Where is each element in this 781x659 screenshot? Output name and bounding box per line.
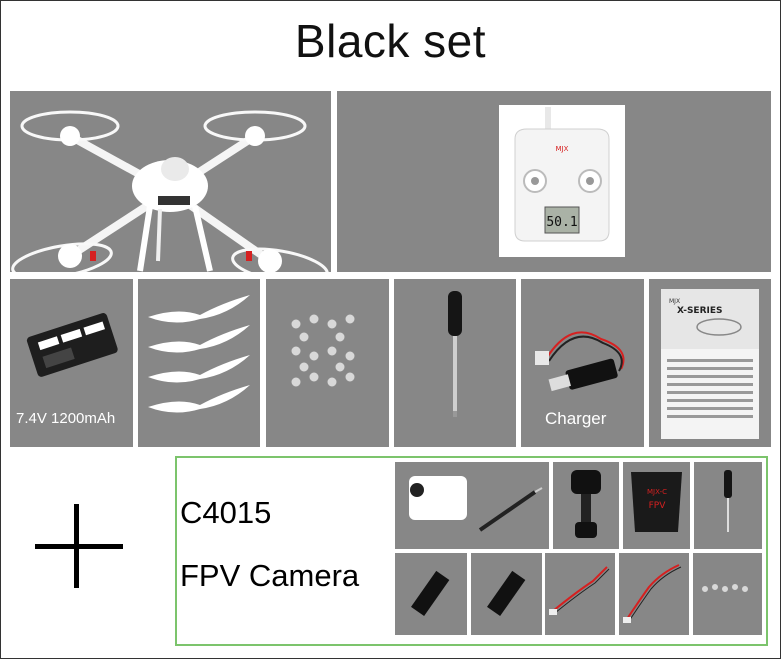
bracket-1-panel: [395, 553, 467, 635]
remote-panel: 50.1 MJX: [337, 91, 771, 272]
fpv-hood-label: FPV: [649, 501, 667, 511]
propellers-image: [148, 295, 250, 413]
drone-image: [11, 110, 329, 272]
charger-panel: Charger: [521, 279, 644, 447]
cable-2-panel: [619, 553, 689, 635]
bracket-1-image: [411, 570, 450, 617]
camera-mount-panel: [553, 462, 619, 549]
battery-panel: 7.4V 1200mAh: [10, 279, 133, 447]
small-screwdriver-image: [724, 470, 732, 532]
cable-2-image: [623, 564, 682, 623]
screwdriver-image: [448, 291, 462, 417]
screws-panel: [266, 279, 389, 447]
fpv-hood-brand: MJX-C: [647, 488, 667, 496]
camera-kit-box: [175, 456, 768, 646]
fpv-hood-panel: MJX-C FPV: [623, 462, 690, 549]
small-screws-image: [701, 583, 749, 593]
bracket-2-panel: [471, 553, 542, 635]
camera-module-image: [409, 476, 543, 532]
cable-1-panel: [545, 553, 615, 635]
screwdriver-panel: [394, 279, 516, 447]
fpv-hood-image: MJX-C FPV: [631, 472, 682, 532]
screws-image: [290, 313, 356, 388]
remote-display-value: 50.1: [546, 215, 577, 230]
propellers-panel: [138, 279, 260, 447]
camera-mount-image: [571, 470, 601, 538]
remote-image: 50.1 MJX: [499, 105, 625, 257]
bracket-2-image: [487, 570, 526, 617]
cable-1-image: [549, 566, 610, 615]
camera-name: FPV Camera: [180, 558, 360, 593]
camera-module-panel: [395, 462, 549, 549]
camera-model: C4015: [180, 495, 272, 530]
battery-image: [26, 313, 118, 377]
manual-panel: MJX X-SERIES: [649, 279, 771, 447]
manual-image: MJX X-SERIES: [661, 289, 759, 439]
drone-panel: [10, 91, 331, 272]
remote-brand-label: MJX: [556, 145, 569, 153]
manual-badge: MJX: [669, 298, 680, 305]
battery-caption: 7.4V 1200mAh: [16, 410, 116, 427]
manual-brand: X-SERIES: [677, 306, 722, 316]
charger-image: [535, 331, 625, 392]
page-title: Black set: [294, 15, 487, 67]
small-screwdriver-panel: [694, 462, 762, 549]
small-screws-panel: [693, 553, 762, 635]
charger-caption: Charger: [545, 409, 607, 428]
